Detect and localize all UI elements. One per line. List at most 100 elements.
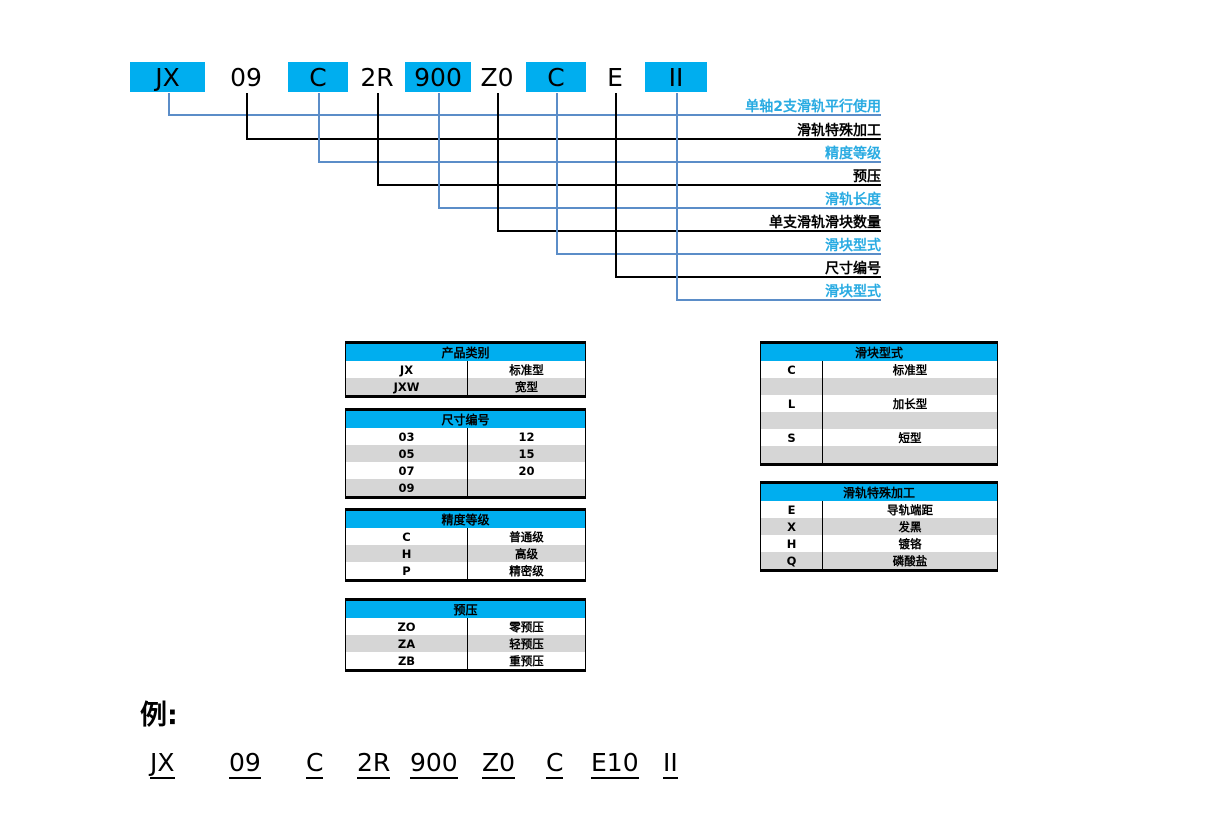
table-header-size-number: 尺寸编号: [345, 408, 586, 428]
code-part-09: 09: [230, 62, 262, 92]
callout-label-2: 精度等级: [825, 146, 881, 162]
callout-label-6: 滑块型式: [825, 238, 881, 254]
callout-label-1: 滑轨特殊加工: [797, 123, 881, 139]
leader-horizontal-3: [377, 184, 881, 186]
code-part-z0: Z0: [480, 62, 514, 92]
leader-horizontal-0: [168, 114, 881, 116]
leader-horizontal-1: [246, 138, 881, 140]
leader-vertical-5: [497, 93, 499, 232]
table-row: 09: [345, 479, 586, 499]
example-heading: 例:: [140, 700, 178, 731]
leader-horizontal-4: [438, 207, 881, 209]
callout-label-5: 单支滑轨滑块数量: [769, 215, 881, 231]
code-part-jx: JX: [130, 62, 205, 92]
leader-vertical-2: [318, 93, 320, 163]
leader-vertical-6: [556, 93, 558, 255]
table-cell-code: [760, 412, 823, 429]
table-cell-code: C: [345, 528, 468, 545]
table-cell-desc: 标准型: [467, 361, 586, 378]
table-cell-code: C: [760, 361, 823, 378]
table-header-product-category: 产品类别: [345, 341, 586, 361]
example-code-part-7: E10: [591, 748, 639, 779]
example-code-part-3: 2R: [357, 748, 391, 779]
table-header-preload: 预压: [345, 598, 586, 618]
code-part-c: C: [288, 62, 348, 92]
table-cell-desc: 镀铬: [822, 535, 998, 552]
table-cell-code: ZA: [345, 635, 468, 652]
table-spacer-row: [760, 378, 998, 395]
leader-vertical-1: [246, 93, 248, 140]
table-cell-desc: 标准型: [822, 361, 998, 378]
table-cell-desc: 加长型: [822, 395, 998, 412]
leader-horizontal-5: [497, 230, 881, 232]
callout-label-8: 滑块型式: [825, 284, 881, 300]
code-part-900: 900: [405, 62, 471, 92]
leader-vertical-0: [168, 93, 170, 116]
leader-horizontal-7: [615, 276, 881, 278]
table-cell-code: [760, 378, 823, 395]
table-cell-code: JXW: [345, 378, 468, 398]
leader-vertical-7: [615, 93, 617, 278]
code-part-e: E: [607, 62, 623, 92]
table-cell-code: ZB: [345, 652, 468, 672]
example-code-part-4: 900: [410, 748, 458, 779]
code-part-ii: II: [645, 62, 707, 92]
table-cell-desc: 轻预压: [467, 635, 586, 652]
leader-vertical-4: [438, 93, 440, 209]
table-cell-desc: 普通级: [467, 528, 586, 545]
table-cell-desc: 零预压: [467, 618, 586, 635]
leader-vertical-3: [377, 93, 379, 186]
example-code-part-8: II: [663, 748, 678, 779]
table-cell-desc: 精密级: [467, 562, 586, 582]
code-part-2r: 2R: [360, 62, 394, 92]
table-cell-code: 05: [345, 445, 468, 462]
table-cell-code: 03: [345, 428, 468, 445]
callout-label-0: 单轴2支滑轨平行使用: [745, 99, 881, 115]
table-cell-code: 09: [345, 479, 468, 499]
table-cell-desc: 重预压: [467, 652, 586, 672]
callout-label-3: 预压: [853, 169, 881, 185]
table-cell-desc: [467, 479, 586, 499]
table-cell-desc: 15: [467, 445, 586, 462]
table-cell-code: H: [760, 535, 823, 552]
table-cell-code: [760, 446, 823, 466]
table-cell-code: S: [760, 429, 823, 446]
table-cell-desc: 高级: [467, 545, 586, 562]
table-cell-desc: 导轨端距: [822, 501, 998, 518]
table-cell-code: 07: [345, 462, 468, 479]
table-cell-desc: 发黑: [822, 518, 998, 535]
example-code-part-1: 09: [229, 748, 261, 779]
leader-horizontal-8: [676, 299, 881, 301]
table-cell-desc: 12: [467, 428, 586, 445]
table-cell-desc: 20: [467, 462, 586, 479]
code-part-c: C: [526, 62, 586, 92]
table-cell-code: E: [760, 501, 823, 518]
example-code-part-6: C: [546, 748, 564, 779]
table-cell-code: X: [760, 518, 823, 535]
leader-vertical-8: [676, 93, 678, 301]
table-cell-desc: 磷酸盐: [822, 552, 998, 572]
table-header-rail-special-process: 滑轨特殊加工: [760, 481, 998, 501]
table-cell-desc: [822, 446, 998, 466]
table-cell-code: P: [345, 562, 468, 582]
